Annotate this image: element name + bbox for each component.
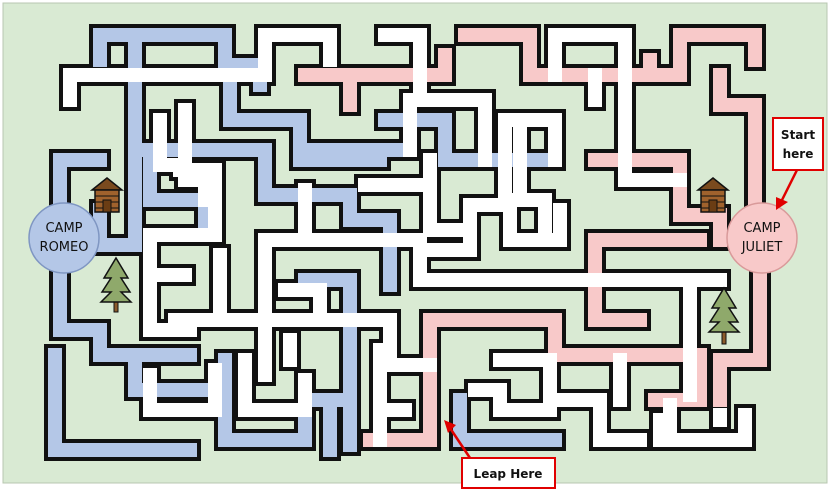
maze-path-pink[interactable] [673, 208, 727, 247]
camp-romeo-line2: ROMEO [40, 240, 89, 255]
camp-romeo[interactable]: CAMP ROMEO [28, 202, 100, 274]
maze-path-white[interactable] [493, 353, 647, 447]
cabin-icon [89, 177, 125, 213]
maze-path-white[interactable] [548, 28, 687, 187]
tree-icon [707, 286, 741, 345]
maze-path-white[interactable] [498, 113, 552, 242]
start-arrow [779, 169, 799, 203]
camp-romeo-line1: CAMP [45, 221, 82, 236]
tree-icon [99, 256, 133, 313]
maze-path-pink[interactable] [713, 263, 767, 407]
maze-path-white[interactable] [333, 313, 437, 372]
maze-path-white[interactable] [258, 233, 327, 327]
maze-path-white[interactable] [503, 198, 567, 247]
maze-path-blue[interactable] [298, 393, 357, 452]
maze-paths [48, 28, 767, 457]
camp-juliet-line1: CAMP [743, 221, 780, 236]
maze-path-pink[interactable] [458, 28, 762, 82]
leap-callout-text: Leap Here [474, 467, 543, 481]
start-arrowhead [776, 197, 788, 210]
maze-path-pink[interactable] [713, 68, 762, 217]
start-callout-line2: here [783, 147, 814, 161]
maze-path-white[interactable] [143, 163, 222, 337]
maze-path-white[interactable] [663, 398, 752, 447]
maze-path-blue[interactable] [293, 143, 387, 167]
maze-path-white[interactable] [178, 103, 212, 207]
start-callout: Start here [772, 117, 824, 210]
maze-path-white[interactable] [358, 178, 477, 237]
maze-path-blue[interactable] [223, 78, 417, 157]
maze-path-blue[interactable] [298, 273, 357, 407]
leap-callout: Leap Here [444, 420, 556, 489]
camp-juliet[interactable]: CAMP JULIET [726, 202, 798, 274]
maze-path-pink[interactable] [588, 233, 647, 327]
cabin-icon [695, 177, 731, 213]
maze-path-blue[interactable] [143, 153, 212, 207]
maze-path-white[interactable] [423, 198, 477, 257]
maze-path-white[interactable] [258, 28, 337, 67]
maze-path-white[interactable] [413, 93, 492, 167]
leap-arrowhead [444, 420, 456, 433]
camp-juliet-line2: JULIET [741, 240, 783, 255]
maze-path-blue[interactable] [453, 393, 562, 447]
maze-path-white[interactable] [143, 363, 222, 417]
leap-arrow [448, 427, 472, 459]
maze-path-blue[interactable] [48, 348, 197, 457]
start-callout-line1: Start [781, 128, 815, 142]
maze-path-white[interactable] [238, 353, 312, 417]
